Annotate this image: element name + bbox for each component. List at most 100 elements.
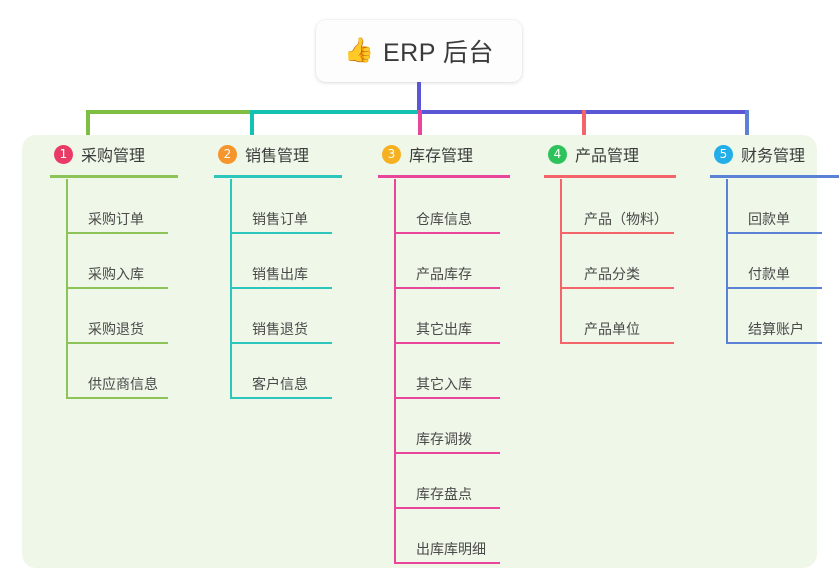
branch-header-rule-1 [50, 175, 178, 178]
branches-panel: 1 采购管理 采购订单采购入库采购退货供应商信息 2 销售管理 销售订单销售出库… [22, 135, 839, 568]
branch-item-rule [66, 342, 168, 344]
connector-bus-green [86, 110, 252, 114]
branch-item[interactable]: 采购订单 [66, 179, 168, 234]
branch-items-5: 回款单付款单结算账户 [726, 179, 822, 344]
branch-item-rule [66, 232, 168, 234]
branch-badge-1: 1 [54, 144, 73, 164]
branch-item-label: 出库库明细 [416, 541, 486, 557]
connector-root-stem [417, 82, 421, 114]
branch-badge-4: 4 [548, 144, 567, 164]
branch-item-rule [394, 562, 500, 564]
branch-item-rule [560, 287, 674, 289]
branch-item-rule [394, 452, 500, 454]
branch-title-4: 产品管理 [575, 148, 640, 165]
branch-item[interactable]: 出库库明细 [394, 509, 500, 564]
root-node-label: ERP 后台 [382, 39, 494, 67]
branch-header-rule-3 [378, 175, 510, 178]
branch-column-3: 3 库存管理 仓库信息产品库存其它出库其它入库库存调拨库存盘点出库库明细 [364, 135, 530, 564]
branch-column-4: 4 产品管理 产品（物料） 产品分类产品单位 [530, 135, 696, 344]
root-node[interactable]: 👍 ERP 后台 [316, 20, 522, 82]
branch-item[interactable]: 客户信息 [230, 344, 332, 399]
branch-spine-5 [726, 179, 728, 344]
branch-item[interactable]: 产品库存 [394, 234, 500, 289]
branch-item-label: 库存盘点 [416, 486, 472, 502]
thumbs-up-icon: 👍 [344, 37, 374, 64]
branch-title-2: 销售管理 [245, 148, 310, 165]
branch-item-label: 其它出库 [416, 321, 472, 337]
branch-header-5[interactable]: 5 财务管理 [696, 135, 816, 173]
branch-item-rule [726, 342, 822, 344]
branch-badge-3: 3 [382, 144, 401, 164]
connector-drop-branch-5 [745, 110, 749, 148]
branch-spine-3 [394, 179, 396, 564]
branch-item[interactable]: 库存盘点 [394, 454, 500, 509]
branch-item[interactable]: 产品（物料） [560, 179, 674, 234]
branch-item[interactable]: 回款单 [726, 179, 822, 234]
branch-spine-2 [230, 179, 232, 399]
branch-item-rule [394, 397, 500, 399]
branch-item-label: 结算账户 [748, 321, 804, 337]
branch-title-3: 库存管理 [409, 148, 474, 165]
branch-column-2: 2 销售管理 销售订单销售出库销售退货客户信息 [200, 135, 364, 399]
branch-item[interactable]: 库存调拨 [394, 399, 500, 454]
branch-item[interactable]: 付款单 [726, 234, 822, 289]
branch-item-rule [66, 397, 168, 399]
branch-item-label: 采购订单 [88, 211, 144, 227]
branch-spine-1 [66, 179, 68, 399]
branch-item-rule [230, 342, 332, 344]
branch-item-rule [230, 287, 332, 289]
branch-item-label: 产品（物料） [584, 211, 668, 227]
branch-item-label: 产品分类 [584, 266, 640, 282]
branch-item[interactable]: 产品分类 [560, 234, 674, 289]
branch-item[interactable]: 销售订单 [230, 179, 332, 234]
branch-item-label: 仓库信息 [416, 211, 472, 227]
branch-item-label: 销售出库 [252, 266, 308, 282]
branch-item-rule [560, 232, 674, 234]
branch-item-rule [560, 342, 674, 344]
branch-header-2[interactable]: 2 销售管理 [200, 135, 364, 173]
branch-header-rule-4 [544, 175, 676, 178]
branch-items-3: 仓库信息产品库存其它出库其它入库库存调拨库存盘点出库库明细 [394, 179, 500, 564]
branch-item[interactable]: 产品单位 [560, 289, 674, 344]
branch-item[interactable]: 销售出库 [230, 234, 332, 289]
branch-item[interactable]: 销售退货 [230, 289, 332, 344]
branch-item-label: 产品库存 [416, 266, 472, 282]
branch-item-rule [230, 397, 332, 399]
branch-item-label: 供应商信息 [88, 376, 158, 392]
branch-item[interactable]: 仓库信息 [394, 179, 500, 234]
branch-item[interactable]: 采购入库 [66, 234, 168, 289]
branch-item-label: 采购入库 [88, 266, 144, 282]
branch-item[interactable]: 其它出库 [394, 289, 500, 344]
connector-bus-teal [250, 110, 420, 114]
branch-item-rule [394, 342, 500, 344]
branch-item-rule [230, 232, 332, 234]
branch-item-rule [726, 232, 822, 234]
connector-drop-branch-1 [86, 110, 90, 138]
branch-item-label: 采购退货 [88, 321, 144, 337]
branch-item[interactable]: 其它入库 [394, 344, 500, 399]
branch-item-rule [394, 232, 500, 234]
branch-item-label: 其它入库 [416, 376, 472, 392]
branch-item-label: 产品单位 [584, 321, 640, 337]
branch-item-rule [394, 507, 500, 509]
branch-badge-2: 2 [218, 144, 237, 164]
connector-drop-branch-2 [250, 110, 254, 138]
branch-header-4[interactable]: 4 产品管理 [530, 135, 696, 173]
branch-items-2: 销售订单销售出库销售退货客户信息 [230, 179, 332, 399]
branch-header-1[interactable]: 1 采购管理 [36, 135, 200, 173]
branch-item-label: 客户信息 [252, 376, 308, 392]
branch-item-label: 销售订单 [252, 211, 308, 227]
branch-title-1: 采购管理 [81, 148, 146, 165]
branch-title-5: 财务管理 [741, 148, 806, 165]
branch-item-label: 付款单 [748, 266, 790, 282]
branch-item-rule [394, 287, 500, 289]
branch-item[interactable]: 供应商信息 [66, 344, 168, 399]
branch-item[interactable]: 结算账户 [726, 289, 822, 344]
branch-item-label: 库存调拨 [416, 431, 472, 447]
branch-item[interactable]: 采购退货 [66, 289, 168, 344]
branch-items-1: 采购订单采购入库采购退货供应商信息 [66, 179, 168, 399]
branch-badge-5: 5 [714, 144, 733, 164]
branch-header-3[interactable]: 3 库存管理 [364, 135, 530, 173]
branch-items-4: 产品（物料） 产品分类产品单位 [560, 179, 674, 344]
